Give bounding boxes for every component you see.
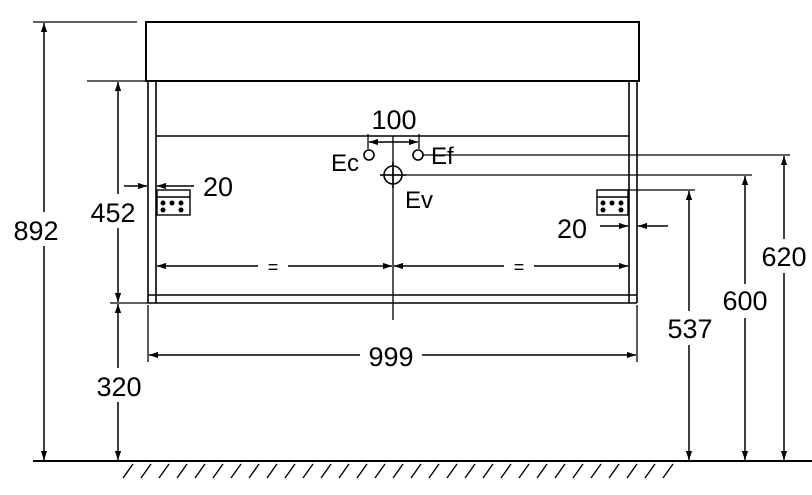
dim-20-left-label: 20 xyxy=(203,172,233,202)
equal-right-label: = xyxy=(514,257,525,277)
equal-left-label: = xyxy=(268,257,279,277)
dim-452-label: 452 xyxy=(90,198,135,228)
cold-water-connection xyxy=(363,149,375,161)
left-wall-bracket xyxy=(156,189,191,216)
dim-620-label: 620 xyxy=(761,242,806,272)
dim-20-right-label: 20 xyxy=(557,214,587,244)
dim-892-label: 892 xyxy=(13,216,58,246)
dim-600-label: 600 xyxy=(722,286,767,316)
dim-537-label: 537 xyxy=(667,314,712,344)
dim-999-label: 999 xyxy=(368,342,413,372)
hot-water-label: Ef xyxy=(431,143,454,170)
cold-water-label: Ec xyxy=(331,150,359,177)
dimension-labels: 892 452 320 999 100 20 20 = = 537 600 62… xyxy=(2,105,812,402)
floor xyxy=(33,460,812,479)
dimension-lines xyxy=(40,23,788,460)
dim-320-label: 320 xyxy=(96,372,141,402)
floor-hatching xyxy=(122,463,674,479)
hot-water-connection xyxy=(412,149,424,161)
countertop xyxy=(145,21,640,82)
plumbing-connections xyxy=(363,149,424,188)
right-wall-bracket xyxy=(596,189,629,216)
dim-100-label: 100 xyxy=(371,105,416,135)
drain-label: Ev xyxy=(405,187,433,214)
